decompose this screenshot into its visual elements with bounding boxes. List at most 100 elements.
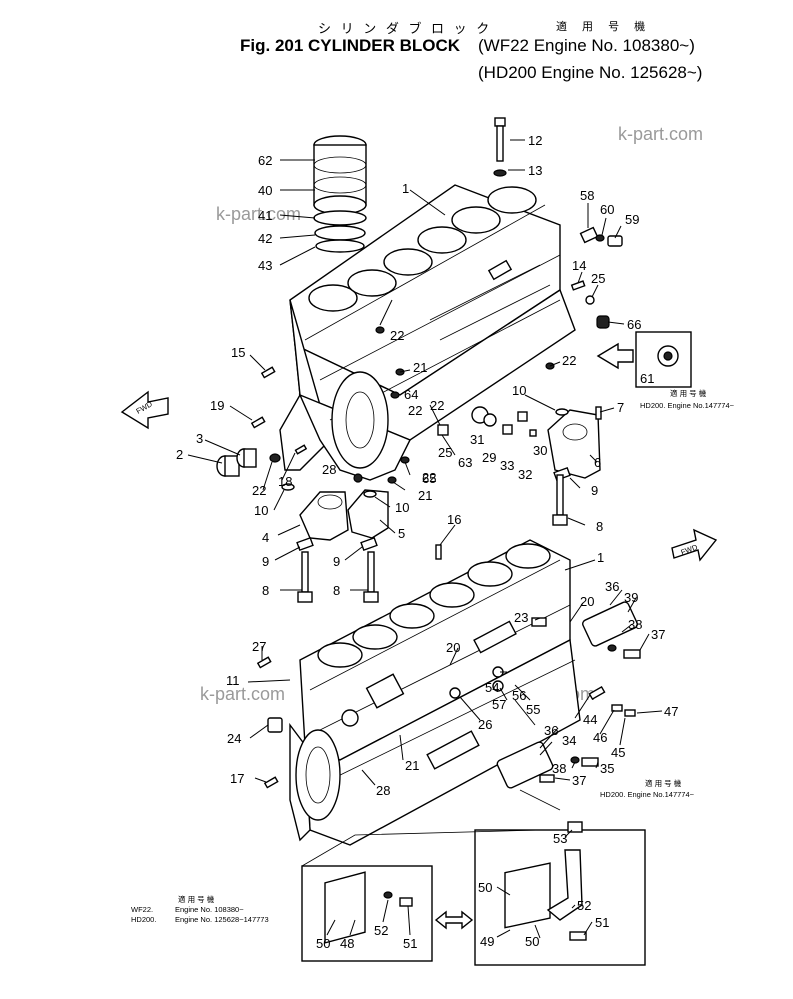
callout: 25: [438, 445, 452, 460]
cover-34: [496, 741, 554, 789]
callout: 19: [210, 398, 224, 413]
main-bearing-cap-5: [347, 489, 389, 539]
head-bolt: [493, 117, 507, 177]
callout: 24: [227, 731, 241, 746]
callout: 20: [446, 640, 460, 655]
upper-bore-row: [308, 186, 537, 312]
cover-36: [582, 601, 638, 647]
plug-46: [611, 704, 623, 712]
dowel-10c: [555, 408, 569, 416]
callout-numbers: 1 12 13 62 40 41 42 43 58 60 59 14 25 66…: [176, 133, 678, 951]
plug-58: [579, 226, 599, 244]
callout: 55: [526, 702, 540, 717]
washer-60: [595, 234, 605, 242]
pin-14: [570, 280, 586, 291]
lower-applicability-note: HD200. Engine No.147774~: [600, 790, 695, 799]
callout: 6: [594, 455, 601, 470]
callout: 49: [480, 934, 494, 949]
callout: 36: [605, 579, 619, 594]
bushing-2-body: [224, 455, 240, 477]
callout: 31: [470, 432, 484, 447]
callout: 4: [262, 530, 269, 545]
plug-32: [517, 411, 528, 422]
callout: 8: [262, 583, 269, 598]
callout: 20: [580, 594, 594, 609]
dowel-10: [281, 483, 295, 491]
callout: 22: [390, 328, 404, 343]
watermark: k-part.com: [216, 204, 301, 224]
callout: 34: [562, 733, 576, 748]
inset-61: [596, 331, 692, 388]
callout: 28: [376, 783, 390, 798]
applicability-note: HD200. Engine No.147774~: [640, 401, 735, 410]
callout: 62: [258, 153, 272, 168]
main-bolt-8c: [552, 474, 568, 526]
callout: 9: [591, 483, 598, 498]
bolt-37: [539, 774, 555, 783]
callout: 22: [562, 353, 576, 368]
inset-hd200-box: [474, 821, 646, 966]
double-arrow: [434, 910, 474, 930]
inset-wf22-box: [301, 865, 433, 962]
callout: 37: [651, 627, 665, 642]
callout: 52: [577, 898, 591, 913]
plug-30: [529, 429, 537, 437]
callout: 35: [600, 761, 614, 776]
box-hd200-model: HD200.: [131, 915, 156, 924]
washer-9: [296, 536, 314, 552]
callout: 50: [525, 934, 539, 949]
callout: 14: [572, 258, 586, 273]
callout: 11: [226, 673, 240, 688]
title-katakana: シ リ ン ダ ブ ロ ッ ク: [318, 21, 493, 36]
plug-28: [353, 473, 363, 483]
box-hd200-range: Engine No. 125628~147773: [175, 915, 269, 924]
callout: 42: [258, 231, 272, 246]
callout: 26: [478, 717, 492, 732]
pin-27: [256, 656, 272, 669]
callout: 57: [492, 697, 506, 712]
callout: 27: [252, 639, 266, 654]
callout: 38: [628, 617, 642, 632]
callout: 65: [422, 471, 436, 486]
box-wf22-model: WF22.: [131, 905, 153, 914]
plug-24: [267, 717, 283, 733]
callout: 12: [528, 133, 542, 148]
bolt-35: [581, 757, 599, 767]
callout: 30: [533, 443, 547, 458]
pin-19: [250, 416, 266, 429]
callout: 1: [597, 550, 604, 565]
callout: 53: [553, 831, 567, 846]
callout: 21: [405, 758, 419, 773]
callout: 48: [340, 936, 354, 951]
callout: 50: [478, 880, 492, 895]
lower-note-jp: 適 用 号 機: [645, 778, 682, 788]
washer-9b: [360, 536, 378, 552]
plug-23: [531, 617, 547, 627]
applicability-hd200: (HD200 Engine No. 125628~): [478, 63, 703, 82]
box-wf22-range: Engine No. 108380~: [175, 905, 244, 914]
plug-25: [585, 295, 595, 305]
upper-cylinder-block: [279, 184, 576, 481]
callout: 16: [447, 512, 461, 527]
pin-7: [595, 406, 602, 420]
cylinder-liner-assembly: [313, 135, 367, 253]
watermark: k-part.com: [618, 124, 703, 144]
callout: 8: [596, 519, 603, 534]
callout: 33: [500, 458, 514, 473]
callout: 59: [625, 212, 639, 227]
note-jp: 適 用 号 機: [670, 388, 707, 398]
callout: 37: [572, 773, 586, 788]
plug-33: [502, 424, 513, 435]
callout: 41: [258, 208, 272, 223]
callout: 17: [230, 771, 244, 786]
callout: 21: [413, 360, 427, 375]
lower-bore-row: [317, 543, 551, 668]
callout: 13: [528, 163, 542, 178]
callout: 66: [627, 317, 641, 332]
callout: 1: [402, 181, 409, 196]
callout: 28: [322, 462, 336, 477]
callout: 18: [278, 474, 292, 489]
dowel-10b: [363, 490, 377, 498]
fwd-arrow-lower: FWD: [671, 528, 718, 562]
